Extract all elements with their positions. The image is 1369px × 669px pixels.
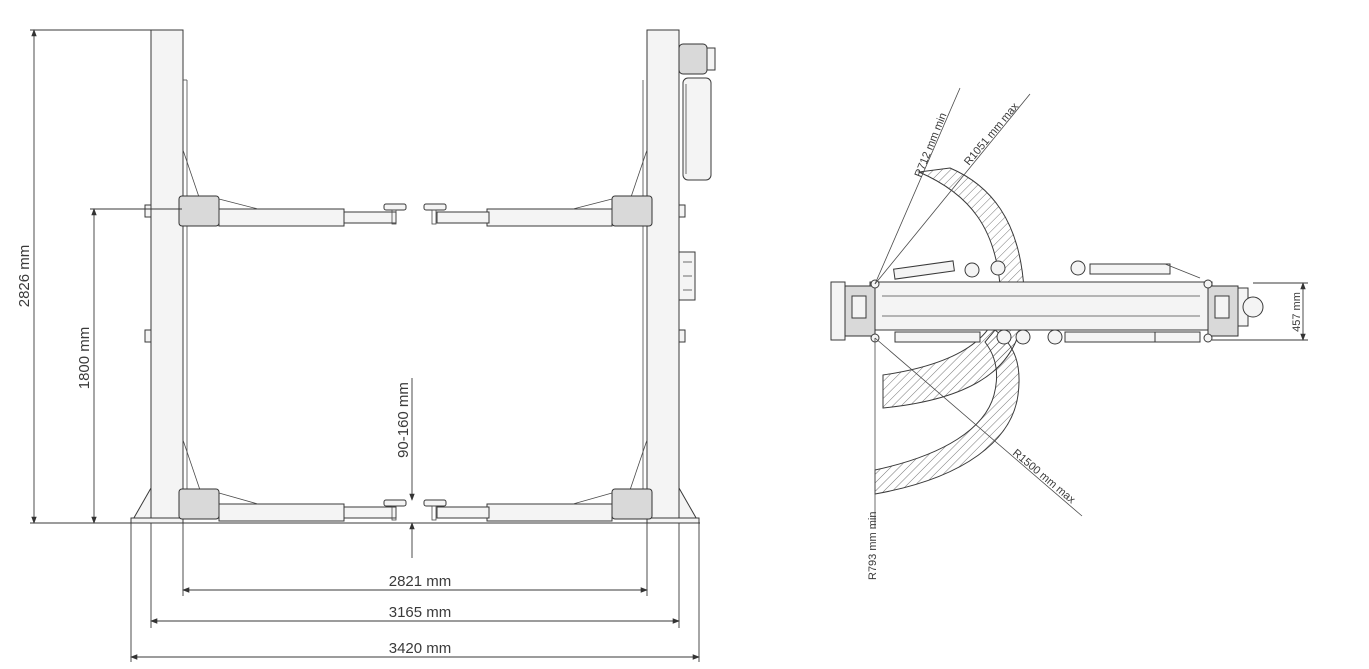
dim-inner-width: 2821 mm: [182, 523, 648, 596]
arm-upper-right: [423, 195, 653, 227]
label-overall-width: 3420 mm: [389, 640, 452, 657]
top-view: 457 mm R712 mm min R1051 mm max R1500 mm…: [830, 87, 1308, 580]
crossbeam: [869, 281, 1213, 331]
label-radius-long-min: R793 mm min: [867, 512, 879, 580]
left-column: [130, 29, 201, 524]
label-total-height: 2826 mm: [16, 245, 33, 308]
arm-lower-left: [178, 488, 407, 522]
motor-icon: [678, 43, 716, 181]
dim-column-width: 3165 mm: [150, 523, 680, 628]
right-column: [629, 29, 716, 524]
dim-total-height: 2826 mm: [16, 29, 151, 524]
dim-pad-height: 90-160 mm: [395, 378, 415, 558]
label-arm-offset: 457 mm: [1291, 292, 1303, 332]
label-arm-height: 1800 mm: [76, 327, 93, 390]
arm-upper-left: [178, 195, 407, 227]
dim-overall-width: 3420 mm: [130, 523, 700, 662]
swing-area-long: [874, 329, 1020, 495]
front-view: 2826 mm 1800 mm 90-160 mm 2821 mm 3165 m…: [16, 29, 716, 662]
dim-arm-height: 1800 mm: [76, 208, 182, 524]
control-box-icon: [678, 251, 696, 301]
radius-lines: [874, 87, 1083, 528]
label-radius-short-max: R1051 mm max: [962, 100, 1021, 168]
arm-lower-right: [423, 488, 653, 522]
dim-arm-offset: 457 mm: [1212, 282, 1308, 341]
label-pad-height: 90-160 mm: [395, 382, 412, 458]
label-radius-long-max: R1500 mm max: [1010, 447, 1078, 506]
arms-plan: [893, 260, 1201, 345]
label-column-width: 3165 mm: [389, 604, 452, 621]
label-inner-width: 2821 mm: [389, 573, 452, 590]
left-column-plan: [830, 279, 880, 343]
right-column-plan: [1203, 279, 1264, 343]
